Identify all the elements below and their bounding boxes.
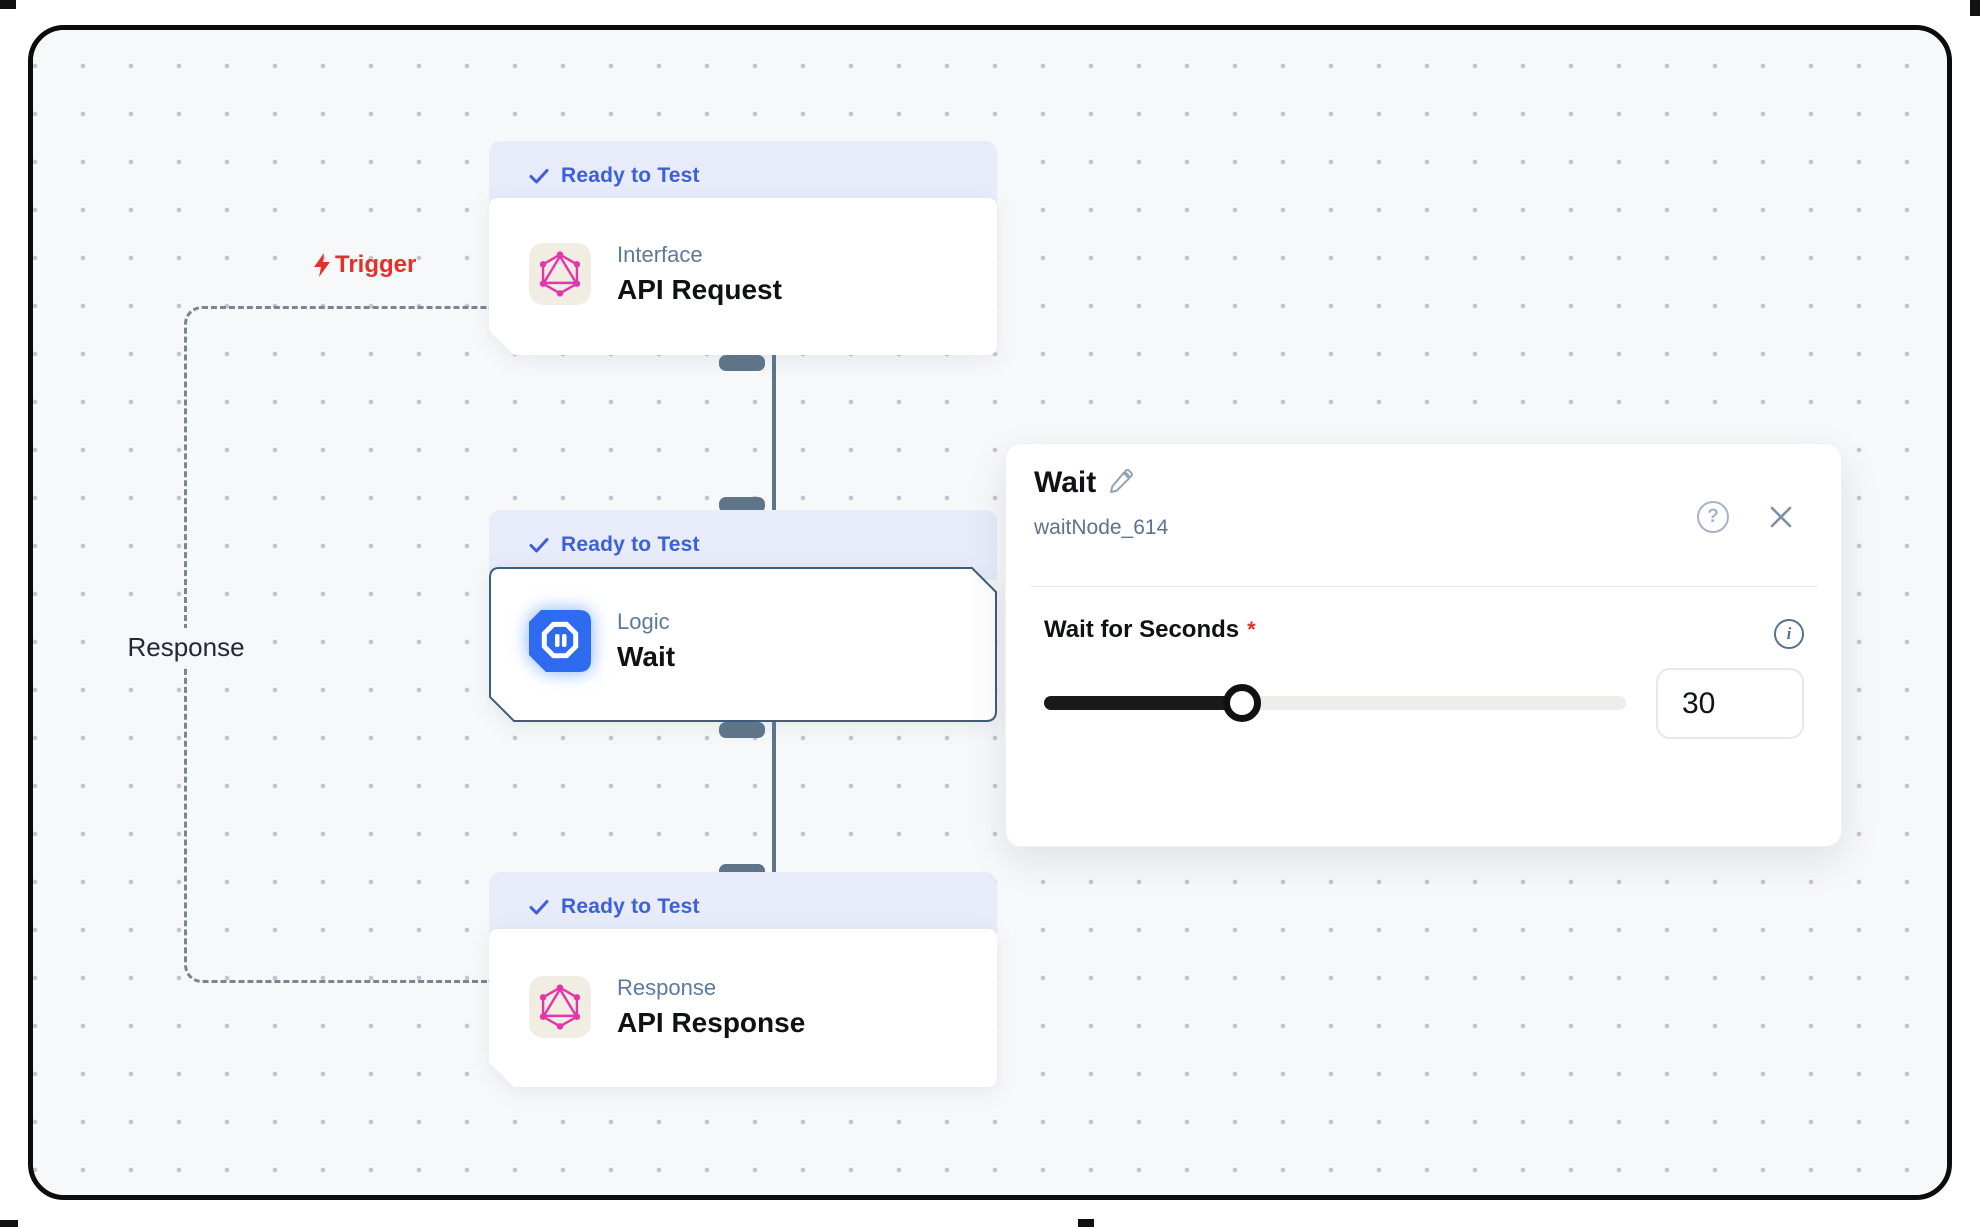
wait-seconds-slider[interactable]	[1044, 684, 1626, 722]
node-api-response[interactable]: Response API Response	[489, 929, 997, 1087]
node-category: Interface	[617, 242, 703, 267]
pause-icon	[529, 610, 591, 672]
node-shape-selected	[489, 567, 997, 722]
node-wait-selected[interactable]: Logic Wait	[489, 567, 997, 722]
check-icon	[529, 538, 549, 553]
edge-line	[772, 722, 776, 880]
node-status-label: Ready to Test	[561, 164, 700, 187]
trigger-label: Trigger	[311, 251, 441, 279]
wait-config-panel: Wait waitNode_614 ? Wait for Seconds *	[1005, 443, 1842, 847]
help-icon[interactable]: ?	[1697, 501, 1729, 533]
panel-node-id: waitNode_614	[1034, 516, 1169, 539]
edge-line	[772, 355, 776, 513]
corner-mark-top-left	[0, 0, 16, 9]
check-icon	[529, 900, 549, 915]
required-asterisk: *	[1247, 617, 1256, 642]
response-edge-label: Response	[111, 628, 261, 667]
node-category: Response	[617, 975, 717, 1000]
node-status-label: Ready to Test	[561, 895, 700, 918]
lightning-bolt-icon	[314, 253, 330, 277]
flow-canvas[interactable]: Response Trigger Ready to Test	[28, 25, 1952, 1200]
corner-mark-bottom-center	[1078, 1219, 1094, 1227]
node-title: Wait	[617, 641, 676, 672]
node-title: API Response	[617, 1007, 806, 1038]
edit-pencil-icon[interactable]	[1108, 468, 1134, 494]
graphql-icon	[539, 251, 581, 297]
graphql-icon	[539, 984, 581, 1030]
node-shape	[489, 929, 997, 1087]
node-icon-tile	[529, 243, 591, 305]
check-icon	[529, 169, 549, 184]
node-status-label: Ready to Test	[561, 533, 700, 556]
wait-slider-thumb[interactable]	[1222, 684, 1261, 722]
info-icon[interactable]: i	[1774, 619, 1804, 649]
node-api-request[interactable]: Interface API Request	[489, 198, 997, 355]
panel-title: Wait	[1034, 466, 1097, 499]
field-label: Wait for Seconds	[1044, 616, 1240, 643]
edge-port-handle[interactable]	[719, 355, 765, 371]
field-label-row: Wait for Seconds *	[1044, 616, 1256, 644]
node-title: API Request	[617, 274, 782, 305]
dot-grid-background: Response Trigger Ready to Test	[33, 30, 1947, 1195]
panel-divider	[1031, 586, 1818, 587]
node-category: Logic	[617, 609, 670, 634]
wait-slider-fill	[1044, 696, 1242, 710]
corner-mark-top-right	[1970, 0, 1980, 16]
node-icon-tile	[529, 976, 591, 1038]
node-icon-tile	[529, 610, 591, 672]
panel-title-row: Wait	[1034, 466, 1134, 500]
close-icon[interactable]	[1763, 499, 1799, 535]
corner-mark-bottom-left	[0, 1220, 18, 1227]
node-shape	[489, 198, 997, 355]
wait-seconds-input[interactable]	[1656, 668, 1804, 739]
trigger-label-text: Trigger	[335, 251, 417, 278]
edge-port-handle[interactable]	[719, 722, 765, 738]
edge-port-handle[interactable]	[719, 497, 765, 513]
